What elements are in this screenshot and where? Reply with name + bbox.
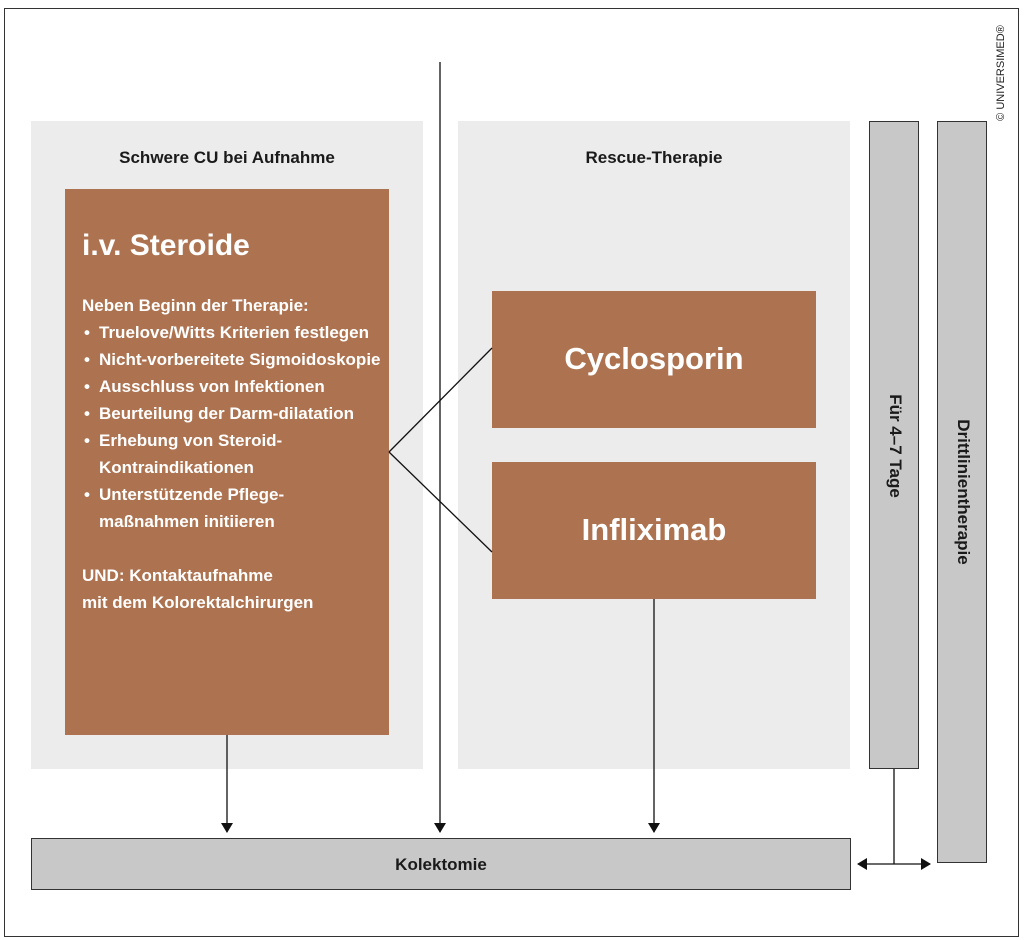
cyclosporin-box: Cyclosporin xyxy=(492,291,816,428)
duration-bar: Für 4–7 Tage xyxy=(869,121,919,769)
rescue-panel-title: Rescue-Therapie xyxy=(585,148,723,167)
steroid-footer-line2: mit dem Kolorektalchirurgen xyxy=(82,593,314,612)
third-line-bar: Drittlinientherapie xyxy=(937,121,987,863)
list-item: Truelove/Witts Kriterien festlegen xyxy=(82,319,382,346)
diagram-frame xyxy=(4,8,1019,937)
list-item: Unterstützende Pflege-maßnahmen initiier… xyxy=(82,481,382,535)
steroid-box-text: Neben Beginn der Therapie: Truelove/Witt… xyxy=(82,292,382,616)
infliximab-box: Infliximab xyxy=(492,462,816,599)
steroid-checklist: Truelove/Witts Kriterien festlegen Nicht… xyxy=(82,319,382,535)
cyclosporin-label: Cyclosporin xyxy=(564,341,744,376)
infliximab-label: Infliximab xyxy=(581,512,727,547)
list-item: Erhebung von Steroid-Kontraindikationen xyxy=(82,427,382,481)
steroid-footer-line1: UND: Kontaktaufnahme xyxy=(82,566,273,585)
admission-panel-title: Schwere CU bei Aufnahme xyxy=(119,148,335,167)
steroid-intro: Neben Beginn der Therapie: xyxy=(82,296,309,315)
list-item: Nicht-vorbereitete Sigmoidoskopie xyxy=(82,346,382,373)
list-item: Ausschluss von Infektionen xyxy=(82,373,382,400)
colectomy-bar: Kolektomie xyxy=(31,838,851,890)
list-item: Beurteilung der Darm-dilatation xyxy=(82,400,382,427)
colectomy-label: Kolektomie xyxy=(395,855,487,874)
steroid-box: i.v. Steroide Neben Beginn der Therapie:… xyxy=(65,189,389,735)
steroid-box-title: i.v. Steroide xyxy=(82,229,250,262)
